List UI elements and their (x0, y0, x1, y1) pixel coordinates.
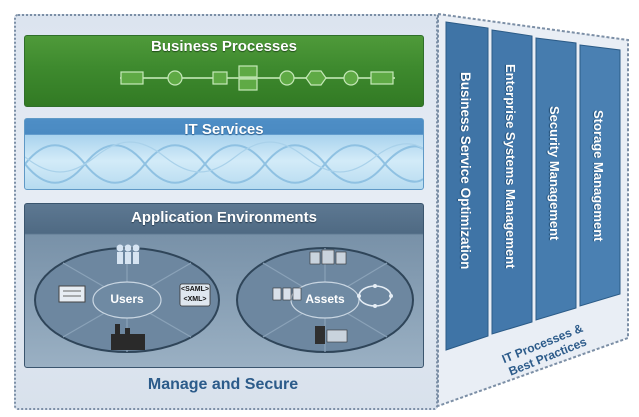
column-label-security-management: Security Management (547, 106, 562, 241)
it-services-title: IT Services (184, 121, 264, 138)
assets-oval (236, 247, 414, 353)
column-label-enterprise-systems-management: Enterprise Systems Management (503, 64, 518, 269)
factory-icon (111, 324, 145, 350)
saml-label: <SAML> (180, 286, 209, 293)
network-icon (357, 284, 393, 308)
business-processes-title: Business Processes (151, 38, 297, 55)
xml-label: <XML> (183, 296, 207, 303)
server-icon (272, 287, 348, 344)
assets-label: Assets (305, 292, 345, 306)
dna-helix-icon (25, 141, 423, 184)
users-label: Users (110, 292, 144, 306)
column-label-storage-management: Storage Management (591, 110, 606, 242)
people-icon (116, 244, 140, 264)
document-icon (58, 285, 86, 303)
it-services-band: IT Services (24, 118, 424, 190)
process-flow-icon (120, 65, 395, 91)
application-environments-title: Application Environments (131, 209, 317, 226)
business-processes-band: Business Processes (24, 35, 424, 107)
column-label-business-service-optimization: Business Service Optimization (458, 72, 473, 270)
database-icon (309, 249, 347, 265)
it-processes-label: IT Processes & Best Practices (470, 309, 620, 391)
application-environments-band: Application Environments (24, 203, 424, 368)
environment-ovals (34, 244, 414, 353)
users-oval (34, 244, 220, 353)
manage-and-secure-label: Manage and Secure (147, 376, 299, 393)
